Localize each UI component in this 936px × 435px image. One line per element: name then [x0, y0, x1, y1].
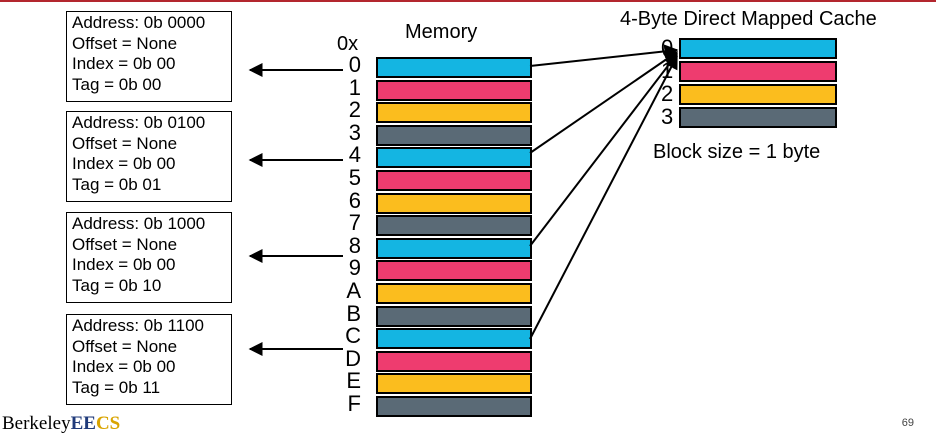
offset-line: Offset = None — [72, 133, 178, 153]
memory-address-label: C — [345, 323, 361, 349]
address-box-0: Address: 0b 0000 Offset = None Index = 0… — [66, 11, 232, 102]
memory-block — [376, 350, 532, 372]
address-line: Address: 0b 1000 — [72, 214, 206, 233]
memory-address-label: 1 — [348, 74, 361, 100]
memory-address-label: 5 — [348, 165, 361, 190]
logo-cs-text: CS — [95, 413, 121, 434]
block-size-label: Block size = 1 byte — [653, 141, 821, 163]
page-number: 69 — [901, 417, 914, 429]
memory-block — [376, 260, 532, 282]
cache-title: 4-Byte Direct Mapped Cache — [620, 8, 877, 30]
cache-index-label: 3 — [661, 104, 674, 129]
address-line: Address: 0b 0000 — [72, 13, 206, 32]
cache-block — [679, 38, 837, 59]
cache-block — [679, 84, 837, 105]
memory-block — [376, 237, 532, 259]
memory-address-label: 6 — [348, 187, 361, 213]
memory-block — [376, 170, 532, 191]
offset-line: Offset = None — [72, 336, 178, 356]
memory-block — [376, 124, 532, 146]
memory-address-label: D — [345, 345, 361, 371]
arrow-mem4-to-cache0 — [529, 51, 679, 154]
memory-address-label: 3 — [348, 119, 361, 145]
memory-address-label: A — [346, 278, 361, 303]
memory-block — [376, 283, 532, 304]
memory-block — [376, 396, 532, 417]
memory-block — [376, 79, 532, 101]
memory-address-label: E — [346, 368, 361, 394]
address-box-3: Address: 0b 1100 Offset = None Index = 0… — [66, 314, 232, 405]
tag-line: Tag = 0b 01 — [72, 174, 162, 194]
cache-block — [679, 61, 837, 82]
memory-block — [376, 102, 532, 124]
memory-address-label: 0 — [348, 52, 361, 77]
offset-line: Offset = None — [72, 33, 178, 53]
memory-block — [376, 373, 532, 395]
memory-address-label: 7 — [348, 210, 361, 236]
index-line: Index = 0b 00 — [72, 54, 176, 73]
address-box-1: Address: 0b 0100 Offset = None Index = 0… — [66, 111, 232, 202]
memory-title: Memory — [405, 21, 478, 43]
logo-berkeley-text: Berkeley — [2, 413, 71, 434]
memory-hex-prefix: 0x — [337, 33, 359, 55]
memory-block — [376, 57, 532, 78]
index-line: Index = 0b 00 — [72, 255, 176, 274]
address-line: Address: 0b 0100 — [72, 113, 206, 132]
memory-block — [376, 215, 532, 237]
address-box-2: Address: 0b 1000 Offset = None Index = 0… — [66, 212, 232, 303]
tag-line: Tag = 0b 11 — [72, 377, 161, 397]
memory-address-label: F — [347, 391, 361, 416]
cache-block — [679, 107, 837, 128]
arrow-mem8-to-cache0 — [529, 52, 678, 247]
memory-address-label: 9 — [348, 255, 361, 281]
logo-ee-text: EE — [70, 413, 96, 434]
offset-line: Offset = None — [72, 234, 178, 254]
memory-block — [376, 192, 532, 214]
memory-address-label: B — [346, 300, 361, 326]
berkeley-eecs-logo: BerkeleyEECS — [2, 413, 120, 435]
memory-block — [376, 147, 532, 169]
memory-address-label: 8 — [348, 232, 361, 258]
memory-address-label: 4 — [348, 142, 361, 168]
index-line: Index = 0b 00 — [72, 154, 176, 173]
arrow-memC-to-cache0 — [529, 54, 678, 340]
tag-line: Tag = 0b 10 — [72, 275, 162, 295]
cache-index-label: 2 — [661, 81, 674, 106]
memory-address-label: 2 — [348, 97, 361, 123]
memory-block — [376, 305, 532, 327]
tag-line: Tag = 0b 00 — [72, 74, 162, 94]
address-line: Address: 0b 1100 — [72, 316, 204, 335]
arrow-mem0-to-cache0 — [529, 44, 679, 67]
top-accent-bar — [0, 0, 936, 2]
index-line: Index = 0b 00 — [72, 357, 176, 376]
